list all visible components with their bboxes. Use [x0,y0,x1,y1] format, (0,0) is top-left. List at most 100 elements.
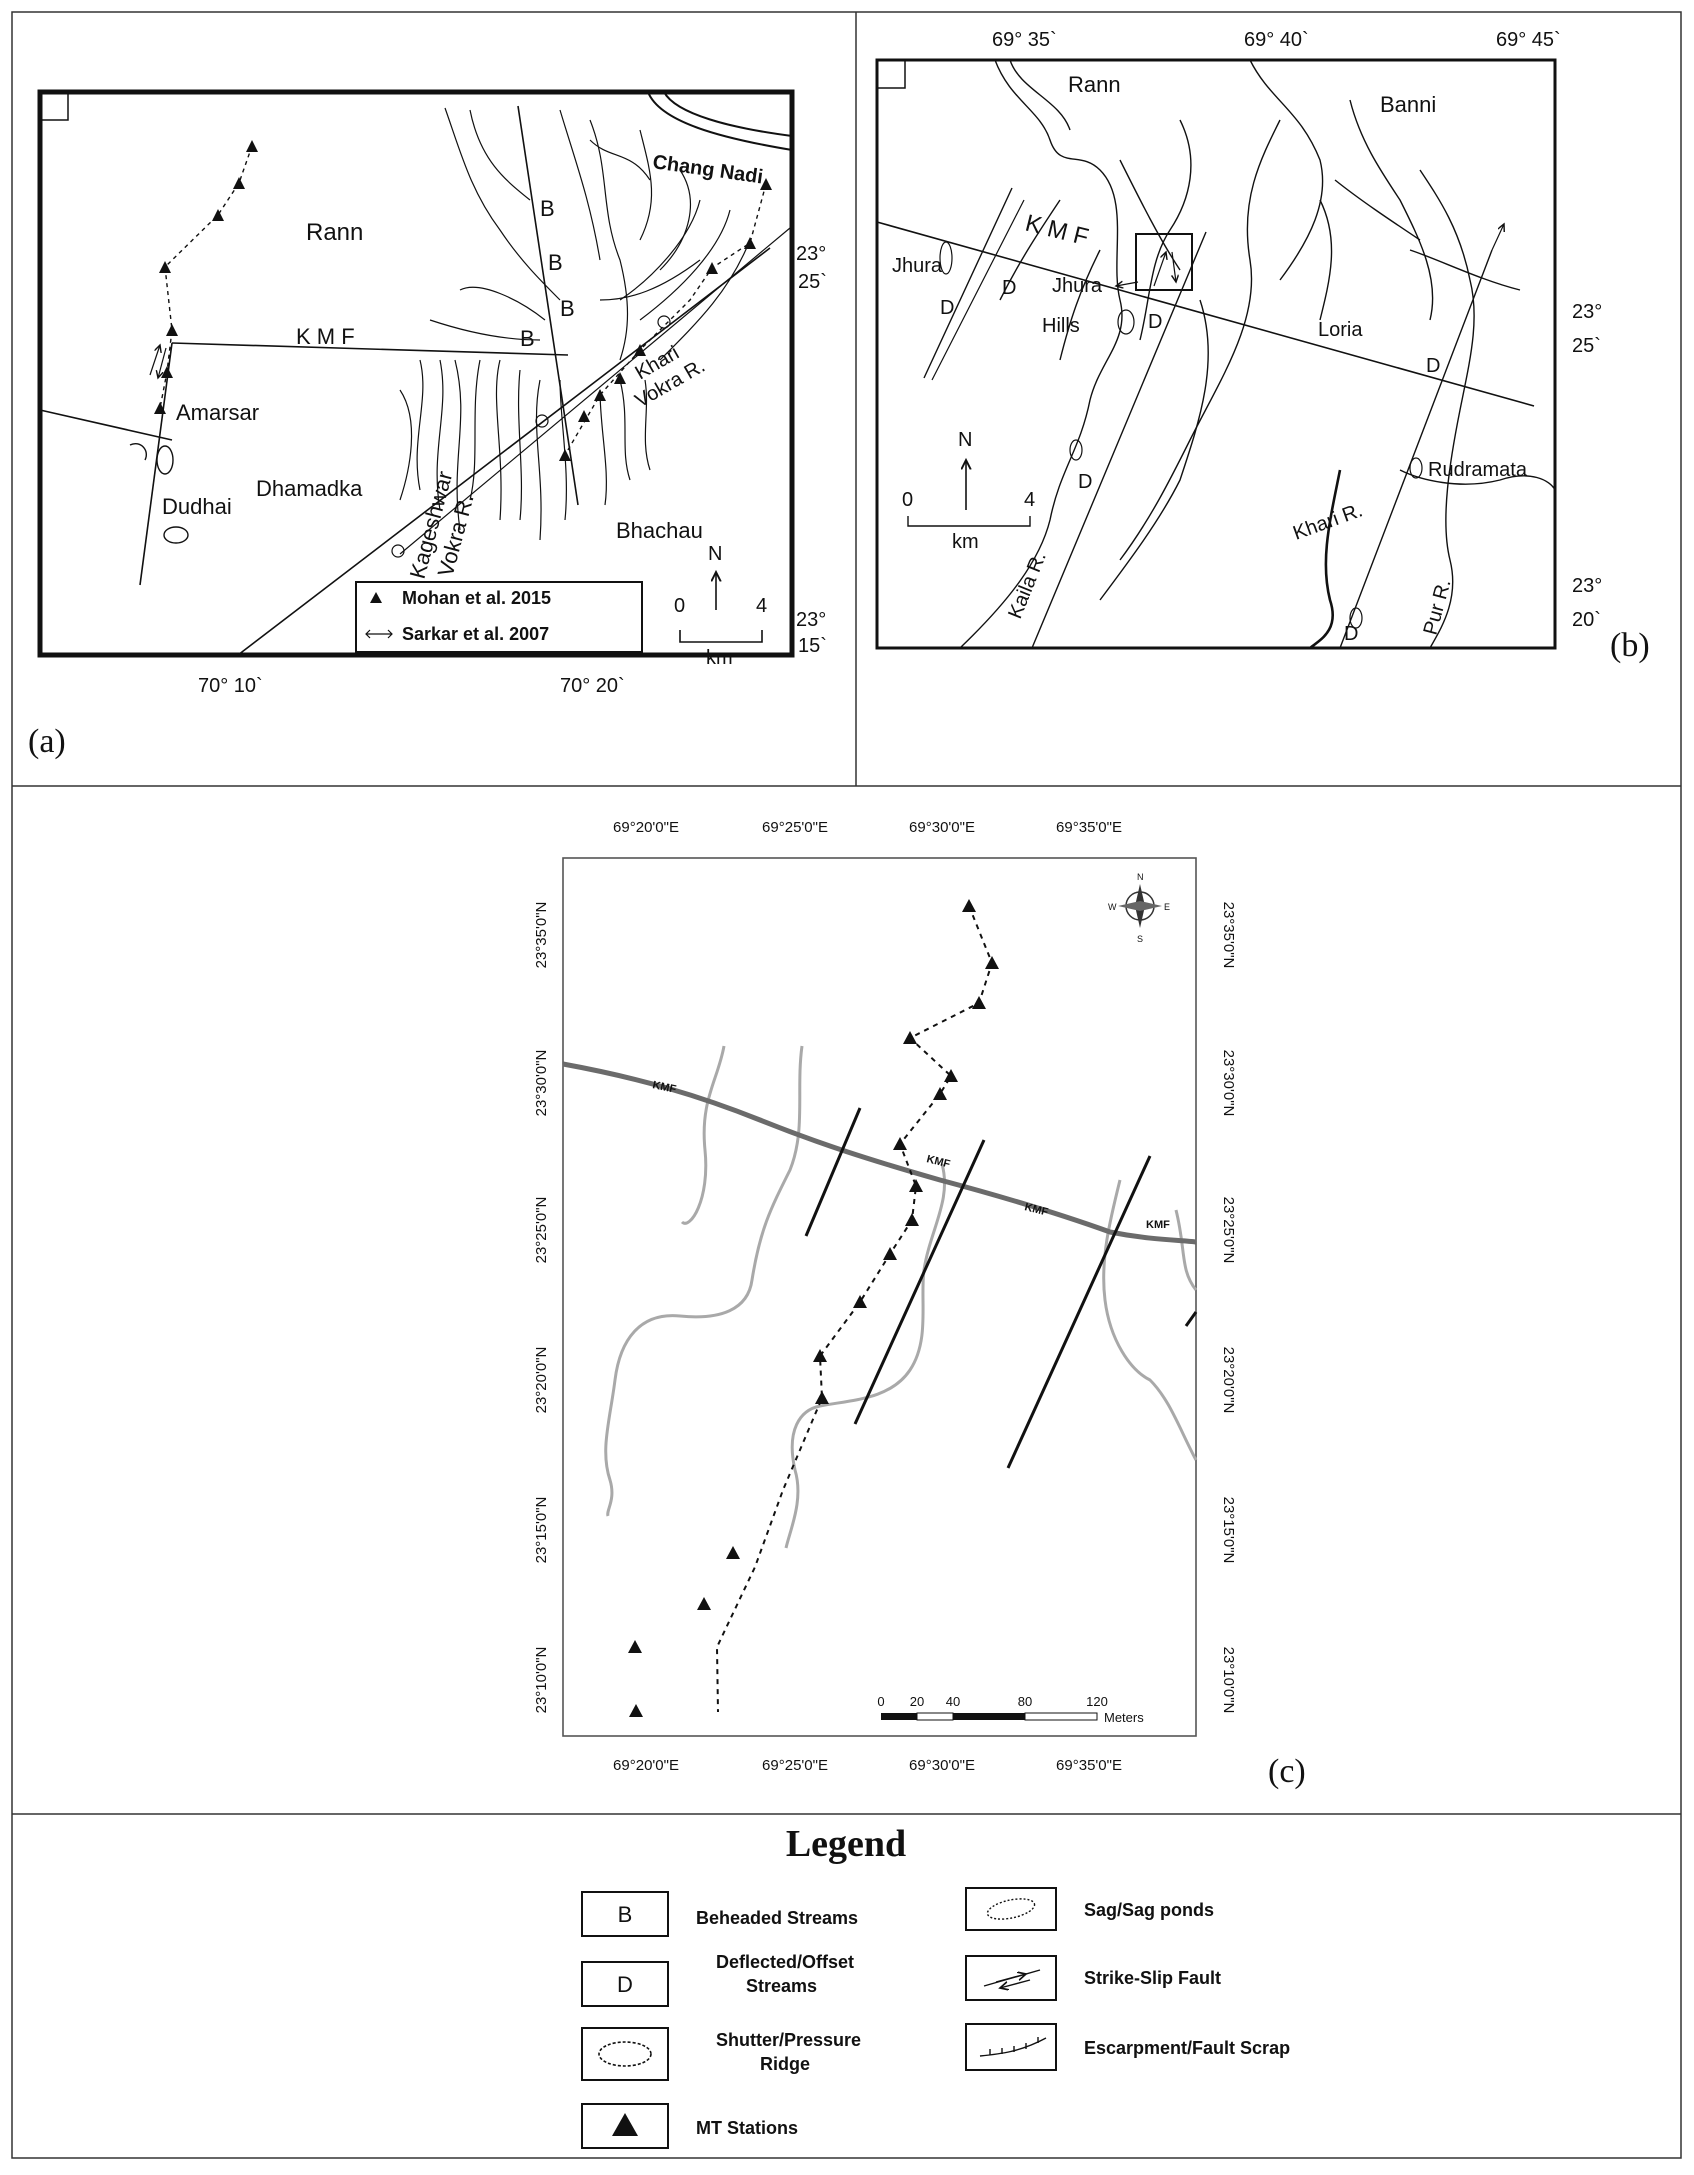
panel-a-label-chang-nadi: Chang Nadi [651,151,764,188]
panel-b-label-d5: D [1426,355,1440,377]
panel-c-lat-right-2: 23°30'0"N [1220,1050,1237,1117]
panel-a-label-dhamadka: Dhamadka [256,476,363,501]
panel-b-lat-2325-deg: 23° [1572,301,1602,323]
panel-a-north-label: N [708,543,722,565]
panel-c-scale-tick-3: 80 [1018,1694,1032,1709]
panel-a-letter: (a) [28,723,66,760]
legend-label-sag: Sag/Sag ponds [1084,1900,1214,1920]
panel-c-lat-left-3: 23°25'0"N [533,1197,550,1264]
panel-c-scale-tick-2: 40 [946,1694,960,1709]
panel-c-kmf-label-1: KMF [651,1079,677,1096]
panel-a-label-rann: Rann [306,219,363,246]
panel-b-lat-2320-deg: 23° [1572,575,1602,597]
panel-b-lon-6940: 69° 40` [1244,29,1309,51]
figure-frame [11,11,1682,2159]
panel-a-lon-7010: 70° 10` [198,675,263,697]
panel-c-lon-top-3: 69°30'0"E [909,819,975,836]
panel-b-label-hills: Hills [1042,315,1080,337]
compass-s: S [1137,934,1143,944]
legend-panel: Legend B Beheaded Streams D Deflected/Of… [581,1823,1290,2149]
panel-a-legend-mohan: Mohan et al. 2015 [402,588,551,608]
panel-c-scale-bar: 0 20 40 80 120 Meters [877,1694,1144,1725]
panel-c-lon-bottom-1: 69°20'0"E [613,1757,679,1774]
legend-item-escarpment: Escarpment/Fault Scrap [965,2023,1290,2071]
panel-b-label-loria: Loria [1318,319,1363,341]
panel-a-mt-traverse-left [154,140,258,414]
legend-item-deflected: D Deflected/Offset Streams [581,1952,854,2007]
panel-c-lat-left-1: 23°35'0"N [533,902,550,969]
panel-a-scale-start: 0 [674,595,685,617]
panel-b-label-rann: Rann [1068,72,1121,97]
panel-c-lat-right-4: 23°20'0"N [1220,1347,1237,1414]
legend-symbol-b: B [618,1902,633,1927]
panel-b-lat-2320-min: 20` [1572,609,1601,631]
legend-label-strike-slip: Strike-Slip Fault [1084,1968,1221,1988]
panel-c-lat-right-3: 23°25'0"N [1220,1197,1237,1264]
legend-item-shutter-ridge: Shutter/Pressure Ridge [581,2027,861,2081]
mt-station-icon [370,592,382,603]
panel-a-scale-bar: 0 4 km [674,595,767,669]
legend-label-beheaded: Beheaded Streams [696,1908,858,1928]
panel-b-letter: (b) [1610,627,1650,664]
panel-a-label-b3: B [560,296,575,321]
panel-c-lat-left-5: 23°15'0"N [533,1497,550,1564]
panel-b-scale-bar: 0 4 km [902,489,1035,553]
panel-c-faults [804,1107,1198,1469]
panel-b-label-kaila: Kaila R. [1004,549,1051,622]
legend-label-mt: MT Stations [696,2118,798,2138]
panel-c-kmf-line [562,1061,1197,1245]
panel-a-lon-7020: 70° 20` [560,675,625,697]
legend-label-shutter-1: Shutter/Pressure [716,2030,861,2050]
panel-c-lon-top-2: 69°25'0"E [762,819,828,836]
panel-c-lon-top-1: 69°20'0"E [613,819,679,836]
panel-a-label-kmf: K M F [296,324,355,349]
panel-c: 69°20'0"E 69°25'0"E 69°30'0"E 69°35'0"E … [533,819,1306,1790]
panel-c-scale-tick-0: 0 [877,1694,884,1709]
panel-b-north-label: N [958,429,972,451]
panel-b-scale-end: 4 [1024,489,1035,511]
panel-b-label-jhura: Jhura [892,255,943,277]
panel-c-lon-bottom-4: 69°35'0"E [1056,1757,1122,1774]
legend-label-deflected-1: Deflected/Offset [716,1952,854,1972]
compass-e: E [1164,902,1170,912]
panel-c-lat-left-6: 23°10'0"N [533,1647,550,1714]
panel-a-legend-sarkar: Sarkar et al. 2007 [402,624,549,644]
panel-a-label-amarsar: Amarsar [176,400,259,425]
panel-a-legend: Mohan et al. 2015 Sarkar et al. 2007 [355,581,643,653]
panel-b-label-kmf: K M F [1023,210,1092,252]
compass-w: W [1108,902,1117,912]
panel-b-map-frame [875,58,1557,650]
panel-a: Rann K M F Chang Nadi B B B B Amarsar Du… [28,89,827,760]
panel-c-lat-right-1: 23°35'0"N [1220,902,1237,969]
panel-c-lat-right-6: 23°10'0"N [1220,1647,1237,1714]
panel-b-label-d3: D [1148,311,1162,333]
panel-a-lat-2325-min: 25` [798,271,827,293]
panel-b-label-d1: D [940,297,954,319]
panel-c-scale-tick-4: 120 [1086,1694,1108,1709]
panel-c-lat-left-2: 23°30'0"N [533,1050,550,1117]
panel-a-map-frame [37,89,795,658]
legend-label-escarpment: Escarpment/Fault Scrap [1084,2038,1290,2058]
panel-b-scale-start: 0 [902,489,913,511]
legend-label-shutter-2: Ridge [760,2054,810,2074]
panel-b-label-banni: Banni [1380,92,1436,117]
panel-c-lon-bottom-2: 69°25'0"E [762,1757,828,1774]
panel-a-scale-end: 4 [756,595,767,617]
sag-pond-icon [986,1898,1036,1920]
panel-b-scale-unit: km [952,531,979,553]
panel-a-north-arrow: N [708,543,722,610]
legend-item-mt-stations: MT Stations [581,2103,798,2149]
panel-b-lat-2325-min: 25` [1572,335,1601,357]
panel-c-mt-traverse [628,899,999,1717]
legend-item-strike-slip: Strike-Slip Fault [965,1955,1221,2001]
mt-station-icon [612,2113,638,2136]
compass-rose-icon: N S E W [1108,872,1170,944]
panel-c-rivers [604,1045,1198,1549]
panel-b-label-d4: D [1078,471,1092,493]
panel-c-lat-left-4: 23°20'0"N [533,1347,550,1414]
panel-a-sag-ponds [129,443,189,544]
panel-b-label-d2: D [1002,277,1016,299]
panel-b-label-jhura2: Jhura [1052,275,1103,297]
panel-c-scale-tick-1: 20 [910,1694,924,1709]
